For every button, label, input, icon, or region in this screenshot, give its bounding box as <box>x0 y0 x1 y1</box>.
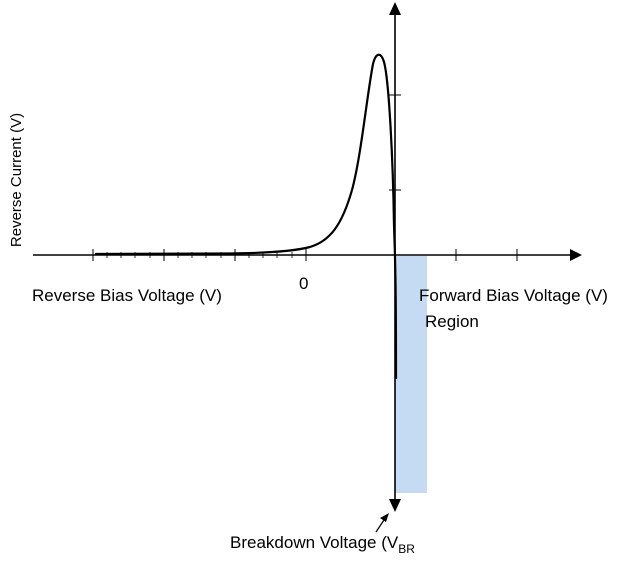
region-label: Region <box>425 312 479 331</box>
x-axis-arrowhead <box>570 249 582 261</box>
y-axis-arrowhead-top <box>389 2 401 15</box>
breakdown-voltage-label: Breakdown Voltage (VBR <box>230 533 415 556</box>
y-axis-label: Reverse Current (V) <box>8 112 25 248</box>
y-axis-ticks <box>389 94 401 191</box>
x-axis-left-label: Reverse Bias Voltage (V) <box>32 286 222 305</box>
breakdown-label-main: Breakdown Voltage (V <box>230 533 399 552</box>
y-axis-arrowhead-bottom <box>389 499 401 512</box>
x-axis-right-label: Forward Bias Voltage (V) <box>419 286 608 305</box>
iv-curve <box>94 53 398 380</box>
breakdown-pointer-head <box>380 513 389 522</box>
breakdown-label-subscript: BR <box>398 542 415 556</box>
origin-label: 0 <box>299 274 309 293</box>
x-axis-major-ticks <box>92 249 518 261</box>
shaded-region <box>395 256 427 493</box>
